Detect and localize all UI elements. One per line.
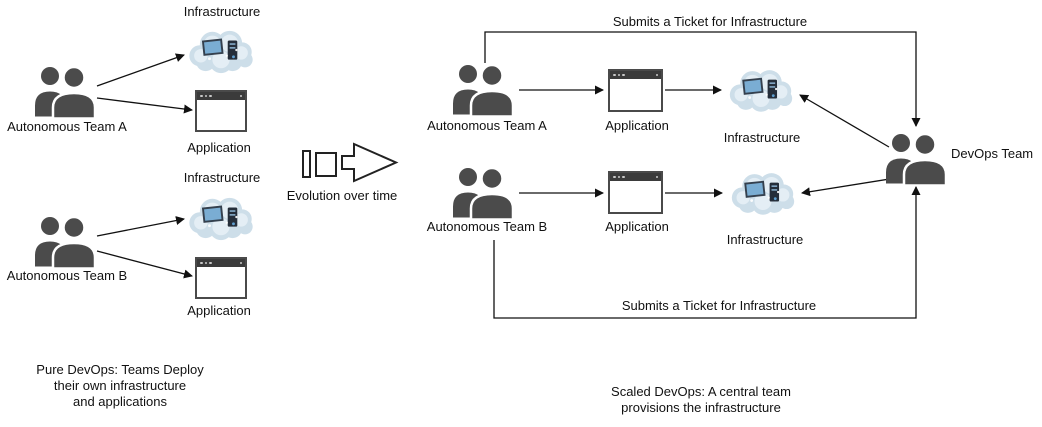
- application-window-icon: [195, 90, 247, 132]
- window-dot-icon: [204, 94, 207, 98]
- pure-team-a-label: Autonomous Team A: [7, 119, 127, 134]
- scaled-team-a-label: Autonomous Team A: [427, 118, 547, 133]
- window-dot-icon: [200, 94, 203, 98]
- arrow-devops-to-infrastructure-b: [801, 177, 897, 197]
- cloud-infrastructure-icon: [729, 169, 797, 217]
- devops-team-people-icon: [884, 131, 948, 186]
- pure-application-b-label: Application: [187, 303, 251, 318]
- scaled-team-a-people-icon: [451, 62, 515, 117]
- arrow-ticket-top-team-a-to-devops: [484, 31, 921, 127]
- window-dot-icon: [239, 94, 242, 98]
- ticket-top-label: Submits a Ticket for Infrastructure: [612, 14, 808, 29]
- arrow-pure-team-b-to-infrastructure: [96, 216, 185, 237]
- window-titlebar: [610, 173, 661, 181]
- pure-infrastructure-b-label: Infrastructure: [183, 170, 261, 185]
- window-titlebar: [197, 92, 245, 100]
- window-dot-icon: [617, 175, 620, 179]
- window-dot-icon: [622, 175, 625, 179]
- arrow-ticket-bottom-team-b-to-devops: [493, 186, 921, 319]
- window-dot-icon: [622, 73, 625, 77]
- scaled-application-b-label: Application: [605, 219, 669, 234]
- arrow-pure-team-a-to-application: [96, 97, 193, 114]
- window-dot-icon: [613, 73, 616, 77]
- team-b-people-icon: [33, 214, 97, 269]
- scaled-application-a-label: Application: [605, 118, 669, 133]
- cloud-infrastructure-icon: [186, 27, 256, 75]
- pure-devops-caption: Pure DevOps: Teams Deploy their own infr…: [36, 362, 204, 409]
- window-dot-icon: [200, 261, 203, 265]
- application-window-icon: [608, 69, 663, 112]
- window-dot-icon: [613, 175, 616, 179]
- devops-team-label: DevOps Team: [951, 146, 1034, 161]
- pure-team-b-label: Autonomous Team B: [6, 268, 128, 283]
- arrow-pure-team-a-to-infrastructure: [96, 53, 185, 87]
- team-a-people-icon: [33, 64, 97, 119]
- application-window-icon: [608, 171, 663, 214]
- window-dot-icon: [239, 261, 242, 265]
- window-titlebar: [197, 259, 245, 267]
- scaled-infrastructure-a-label: Infrastructure: [723, 130, 801, 145]
- evolution-arrow-icon: [300, 140, 400, 186]
- arrow-devops-to-infrastructure-a: [799, 94, 890, 148]
- pure-infrastructure-a-label: Infrastructure: [183, 4, 261, 19]
- scaled-devops-caption: Scaled DevOps: A central team provisions…: [611, 384, 791, 415]
- evolution-label: Evolution over time: [286, 188, 398, 203]
- scaled-team-b-label: Autonomous Team B: [426, 219, 548, 234]
- window-dot-icon: [655, 73, 658, 77]
- window-dot-icon: [617, 73, 620, 77]
- application-window-icon: [195, 257, 247, 299]
- scaled-team-b-people-icon: [451, 165, 515, 220]
- ticket-bottom-label: Submits a Ticket for Infrastructure: [621, 298, 817, 313]
- window-dot-icon: [209, 94, 212, 98]
- pure-application-a-label: Application: [187, 140, 251, 155]
- cloud-infrastructure-icon: [727, 66, 795, 114]
- window-dot-icon: [204, 261, 207, 265]
- window-dot-icon: [209, 261, 212, 265]
- arrow-pure-team-b-to-application: [96, 250, 193, 279]
- scaled-infrastructure-b-label: Infrastructure: [726, 232, 804, 247]
- window-titlebar: [610, 71, 661, 79]
- window-dot-icon: [655, 175, 658, 179]
- cloud-infrastructure-icon: [186, 194, 256, 242]
